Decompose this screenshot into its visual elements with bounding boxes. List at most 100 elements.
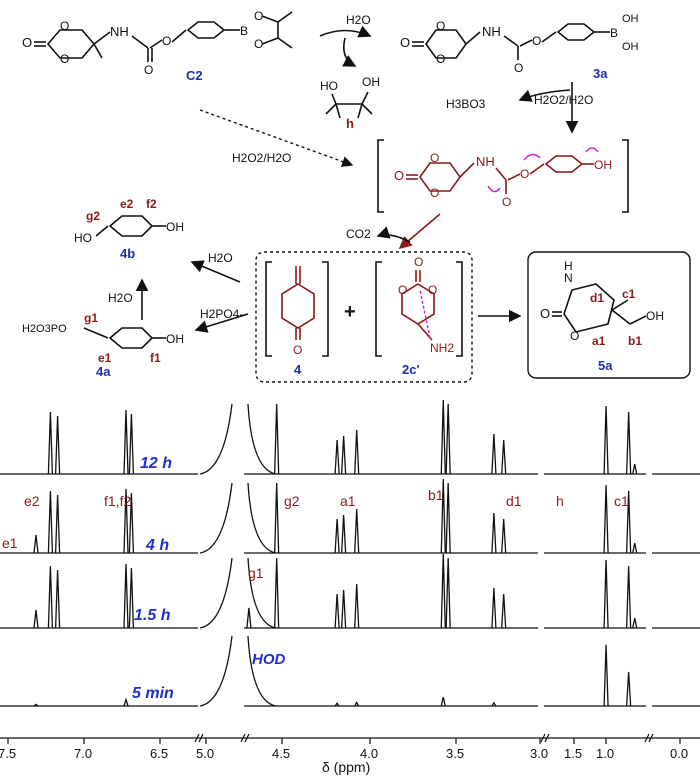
svg-text:O: O	[428, 283, 437, 297]
label-f2-4b: f2	[146, 197, 157, 211]
structure-quinone-methide-4: O 4	[265, 261, 329, 377]
arrow-phosphate	[194, 313, 249, 333]
peak-1.00	[625, 565, 632, 629]
peak-4.18	[334, 439, 340, 475]
svg-text:OH: OH	[646, 309, 664, 323]
peak-6.82	[128, 413, 135, 475]
peak-annotations: e1 e2 f1,f2 g2 a1 b1 d1 h c1 g1 HOD	[2, 487, 629, 668]
axis-break	[194, 733, 204, 743]
peak-1.00	[625, 411, 632, 475]
svg-text:O: O	[60, 52, 69, 66]
peak-4.18	[334, 518, 340, 554]
peak-7.35	[33, 703, 39, 707]
atom-nh: NH	[110, 24, 129, 39]
label-a1-5a: a1	[592, 334, 606, 348]
svg-text:OH: OH	[362, 75, 380, 89]
svg-text:HO: HO	[320, 79, 338, 93]
arrow-elimination	[398, 213, 441, 250]
peak-4.14	[340, 435, 347, 475]
svg-text:H2O3PO: H2O3PO	[22, 323, 67, 335]
structure-2c-prime: O O O NH2 2c'	[375, 255, 463, 377]
spectrum-label-12h: 12 h	[140, 455, 172, 472]
peak-label-e1: e1	[2, 535, 18, 551]
x-tick-label: 5.0	[196, 746, 214, 761]
structure-phenol-intermediate: O O O NH O O OH	[377, 139, 629, 213]
label-4b: 4b	[120, 246, 135, 261]
peak-4.55	[274, 557, 280, 629]
peak-3.53	[440, 553, 446, 629]
peak-1.52	[603, 644, 609, 707]
svg-text:OH: OH	[166, 332, 184, 346]
reagent-co2: CO2	[346, 227, 371, 241]
peak-7.23	[54, 415, 61, 475]
peak-7.27	[47, 411, 54, 475]
axis-break	[240, 733, 250, 743]
peak-7.35	[33, 609, 39, 629]
label-g1-4a: g1	[84, 311, 98, 325]
box-product-5a	[527, 251, 691, 379]
peak-6.82	[128, 492, 135, 554]
label-2c-prime: 2c'	[402, 362, 420, 377]
peak-label-g2: g2	[284, 493, 300, 509]
label-3a: 3a	[593, 66, 608, 81]
peak-label-g1: g1	[248, 565, 264, 581]
x-tick-label: 7.5	[0, 746, 16, 761]
peak-3.22	[491, 587, 497, 629]
hod-solvent-peak	[199, 635, 277, 707]
x-tick-label: 6.5	[150, 746, 168, 761]
peak-3.53	[440, 696, 446, 707]
peak-4.55	[274, 482, 280, 554]
peak-6.82	[128, 567, 135, 629]
peak-4.06	[354, 508, 360, 554]
label-4: 4	[294, 362, 302, 377]
svg-text:O: O	[254, 9, 263, 23]
svg-text:O: O	[394, 168, 404, 183]
peak-4.72	[246, 607, 252, 629]
svg-text:O: O	[400, 35, 410, 50]
x-tick-label: 3.5	[446, 746, 464, 761]
hod-solvent-peak	[199, 557, 277, 629]
nmr-spectra	[0, 399, 700, 707]
svg-text:NH2: NH2	[430, 341, 454, 355]
peak-1.52	[603, 405, 609, 475]
svg-text:H2O: H2O	[108, 291, 133, 305]
spectrum-1-5-h	[0, 553, 700, 629]
svg-text:O: O	[60, 19, 69, 33]
structure-c2: O O O NH O O B O O C2	[22, 9, 293, 83]
atom-o: O	[22, 35, 32, 50]
reagent-peroxide-right: H2O2/H2O	[534, 93, 593, 107]
reagent-boric-acid: H3BO3	[446, 97, 486, 111]
peak-3.22	[491, 701, 497, 707]
peak-7.27	[47, 490, 54, 554]
peak-7.27	[47, 565, 54, 629]
peak-3.16	[501, 518, 507, 554]
peak-4.14	[340, 514, 347, 554]
reagent-phosphate: H2PO4-	[200, 307, 243, 321]
svg-text:OH: OH	[622, 13, 639, 25]
peak-label-h: h	[556, 493, 564, 509]
peak-3.53	[440, 399, 446, 475]
x-tick-label: 7.0	[74, 746, 92, 761]
peak-label-d1: d1	[506, 493, 522, 509]
label-4a: 4a	[96, 364, 111, 379]
reagent-water-top: H2O	[346, 13, 371, 27]
spectrum-label-1-5h: 1.5 h	[134, 607, 171, 624]
x-tick-label: 1.5	[564, 746, 582, 761]
label-e2-4b: e2	[120, 197, 134, 211]
peak-7.23	[54, 494, 61, 554]
peak-label-f1f2: f1,f2	[104, 493, 131, 509]
peak-7.23	[54, 569, 61, 629]
peak-4.06	[354, 583, 360, 629]
peak-6.85	[123, 409, 129, 475]
peak-1.52	[603, 559, 609, 629]
x-axis-label: δ (ppm)	[322, 759, 370, 775]
svg-text:O: O	[514, 61, 523, 75]
peak-label-a1: a1	[340, 493, 356, 509]
label-f1-4a: f1	[150, 351, 161, 365]
svg-text:N: N	[564, 271, 573, 285]
reaction-scheme: O O O NH O O B O O C2	[22, 9, 691, 383]
peak-3.53	[440, 478, 446, 554]
svg-text:HO: HO	[74, 231, 92, 245]
structure-pinacol: HO OH h	[320, 75, 380, 131]
